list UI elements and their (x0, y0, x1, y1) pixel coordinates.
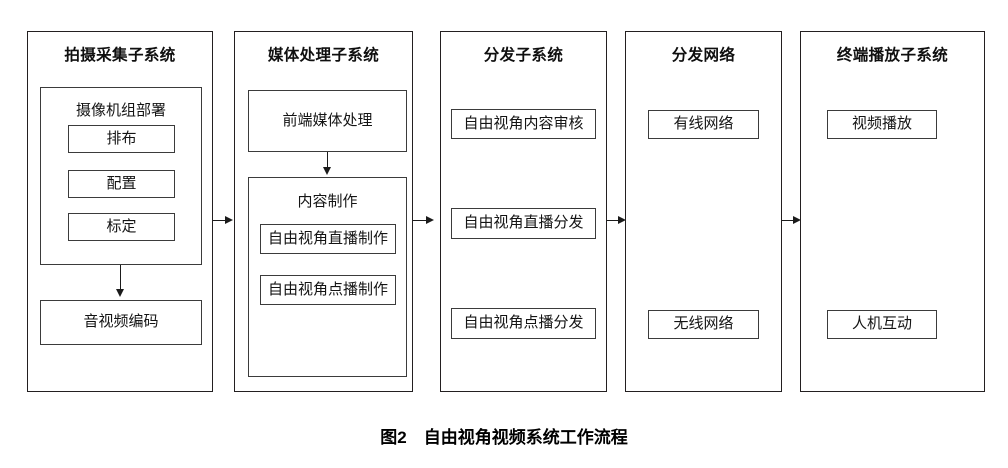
node-free-viewpoint-live-production[interactable]: 自由视角直播制作 (260, 224, 396, 254)
connector-network-to-terminal-arrowhead (793, 215, 801, 224)
connector-frontend-to-production-arrowhead (322, 167, 331, 175)
node-wireless-network[interactable]: 无线网络 (648, 310, 759, 339)
node-av-encoding[interactable]: 音视频编码 (40, 300, 202, 345)
connector-rig-to-encoding-line (120, 265, 122, 290)
column-title-capture-subsystem: 拍摄采集子系统 (64, 47, 176, 64)
column-title-distribution-subsystem: 分发子系统 (483, 47, 564, 64)
node-calibration[interactable]: 标定 (68, 213, 175, 241)
node-free-viewpoint-live-distribution[interactable]: 自由视角直播分发 (451, 208, 596, 239)
column-title-terminal-playback-subsystem: 终端播放子系统 (836, 47, 949, 64)
connector-distribution-to-network-line (607, 219, 619, 221)
node-free-viewpoint-content-review[interactable]: 自由视角内容审核 (451, 109, 596, 139)
group-title-content-production: 内容制作 (297, 194, 358, 210)
column-title-distribution-network: 分发网络 (671, 47, 736, 64)
connector-rig-to-encoding-arrowhead (115, 289, 124, 297)
group-title-camera-rig-deployment: 摄像机组部署 (75, 103, 166, 119)
figure-caption: 图2 自由视角视频系统工作流程 (380, 428, 628, 447)
node-video-playback[interactable]: 视频播放 (827, 110, 937, 139)
node-wired-network[interactable]: 有线网络 (648, 110, 759, 139)
connector-distribution-to-network-arrowhead (618, 215, 626, 224)
connector-capture-to-media-line (213, 219, 226, 221)
node-free-viewpoint-vod-distribution[interactable]: 自由视角点播分发 (451, 308, 596, 339)
node-configuration[interactable]: 配置 (68, 170, 175, 198)
connector-network-to-terminal-line (782, 219, 794, 221)
column-title-media-processing-subsystem: 媒体处理子系统 (267, 47, 380, 64)
node-free-viewpoint-vod-production[interactable]: 自由视角点播制作 (260, 275, 396, 305)
connector-capture-to-media-arrowhead (225, 215, 233, 224)
node-human-machine-interaction[interactable]: 人机互动 (827, 310, 937, 339)
connector-media-to-distribution-line (413, 219, 427, 221)
connector-frontend-to-production-line (327, 152, 329, 168)
node-frontend-media-processing[interactable]: 前端媒体处理 (248, 90, 407, 152)
node-layout[interactable]: 排布 (68, 125, 175, 153)
connector-media-to-distribution-arrowhead (426, 215, 434, 224)
